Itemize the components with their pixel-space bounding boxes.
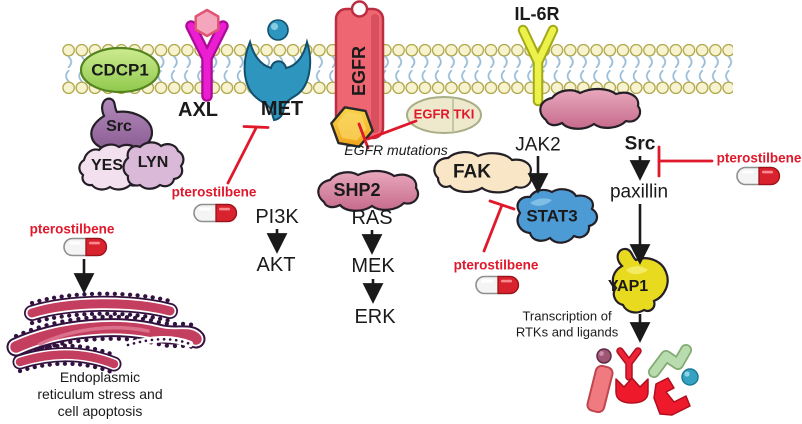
endoplasmic-reticulum-illustration [6, 291, 206, 376]
src-cluster-label: Src [106, 118, 132, 135]
axl-receptor [185, 8, 229, 102]
lyn-label: LYN [137, 154, 169, 171]
egfr-tki-label: EGFR TKI [413, 106, 475, 122]
yap1-label: YAP1 [607, 278, 649, 295]
pathway-arrows [73, 156, 651, 343]
inhibition-tki-egfr-mutation [357, 119, 418, 150]
fak-label: FAK [453, 161, 491, 183]
pterostilbene-label-met: pterostilbene [171, 184, 257, 200]
er-caption-line2: reticulum stress and [37, 386, 163, 402]
pterostilbene-label-src: pterostilbene [716, 150, 802, 166]
egfr-tki-pill-icon [406, 96, 482, 134]
cdcp1-receptor [79, 46, 161, 94]
inhibition-pterostilbene-fak [482, 199, 516, 253]
shp2-blob-il6r [539, 87, 642, 130]
ligand-ball-teal-icon [681, 368, 699, 386]
receptor-rod-salmon-icon [586, 364, 614, 414]
transcription-caption-line1: Transcription of [522, 308, 612, 324]
cdcp1-label: CDCP1 [91, 60, 149, 80]
transcription-caption-line2: RTKs and ligands [515, 324, 619, 340]
akt-label: AKT [256, 254, 296, 276]
pterostilbene-label-er: pterostilbene [29, 221, 115, 237]
egfr-receptor [334, 0, 385, 140]
ras-label: RAS [351, 207, 393, 229]
pterostilbene-label-fak: pterostilbene [453, 257, 539, 273]
lyn-blob [122, 141, 185, 190]
axl-ligand-icon [194, 8, 220, 38]
egfr-label: EGFR [349, 45, 369, 97]
il6r-receptor [517, 24, 559, 107]
receptor-hook-red-icon [653, 377, 691, 416]
shp2-egfr-label: SHP2 [333, 180, 381, 200]
pterostilbene-capsule-icon-er [63, 237, 108, 257]
inhibition-pterostilbene-met [226, 125, 270, 185]
jak2-label: JAK2 [515, 134, 561, 156]
receptor-y-red-icon [616, 347, 642, 381]
inhibition-lines [226, 119, 714, 253]
il6r-label: IL-6R [514, 4, 560, 24]
er-caption-line1: Endoplasmic [59, 369, 141, 385]
pterostilbene-capsule-icon-fak [475, 275, 520, 295]
met-receptor [243, 18, 312, 122]
egfr-mutations-label: EGFR mutations [344, 142, 448, 158]
mek-label: MEK [351, 255, 395, 277]
yes-label: YES [90, 157, 124, 174]
met-label: MET [260, 98, 304, 120]
axl-label: AXL [178, 99, 218, 121]
paxillin-label: paxillin [609, 181, 669, 203]
src-blob [90, 97, 153, 153]
src-yes-lyn-complex [78, 97, 185, 191]
ligand-ball-purple-icon [596, 348, 612, 364]
inhibition-pterostilbene-src [657, 145, 714, 178]
pterostilbene-capsule-icon-met [193, 203, 238, 223]
cell-membrane [62, 44, 733, 94]
stat3-label: STAT3 [526, 206, 578, 226]
src-right-label: Src [624, 133, 656, 155]
er-caption-line3: cell apoptosis [57, 403, 143, 419]
egfr-mutation-hexagon-icon [330, 106, 374, 148]
pterostilbene-capsule-icon-src [736, 166, 781, 186]
ligand-green-icon [648, 344, 692, 378]
receptor-u-red-icon [615, 377, 649, 404]
rtk-ligand-icons [586, 344, 699, 416]
pi3k-label: PI3K [255, 206, 299, 228]
erk-label: ERK [354, 306, 396, 328]
